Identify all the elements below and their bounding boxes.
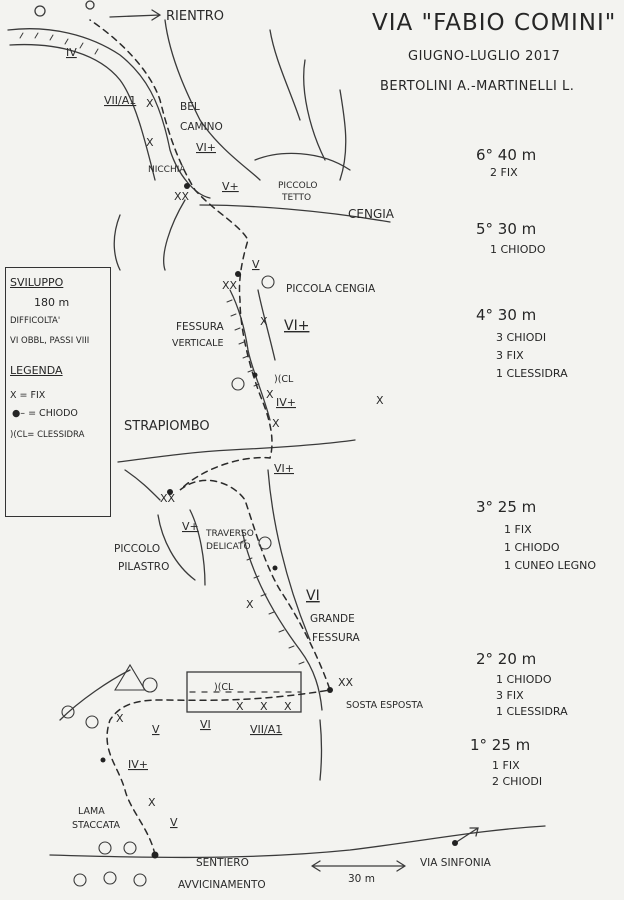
route-authors: BERTOLINI A.-MARTINELLI L. [380, 79, 575, 94]
strapiombo-overhang [117, 439, 356, 463]
grade-vi-plus-strap: VI+ [274, 462, 294, 475]
pitch-4-gear-2: 3 FIX [496, 349, 524, 362]
label-piccolo: PICCOLO [114, 543, 160, 555]
grade-iv-plus: IV+ [276, 396, 296, 409]
legend-legenda-label: LEGENDA [10, 364, 63, 377]
label-strapiombo: STRAPIOMBO [124, 419, 210, 434]
grade-top: IV [66, 46, 77, 59]
label-nicchia: NICCHIA [148, 165, 186, 175]
label-sentiero: SENTIERO [196, 857, 249, 869]
fix-a: X [146, 97, 154, 110]
belay-3: XX [338, 676, 354, 689]
pitch-3-gear-1: 1 FIX [504, 523, 532, 536]
belay-6: XX [174, 190, 190, 203]
grade-v-plus-nicchia: V+ [222, 180, 239, 193]
pitch-3-gear-2: 1 CHIODO [504, 541, 560, 554]
fix-b: X [146, 136, 154, 149]
rientro-arrow [109, 9, 162, 21]
fix-k: X [116, 712, 124, 725]
pitch-6-gear: 2 FIX [490, 166, 518, 179]
pitch-3-number: 3° 25 m [476, 498, 537, 516]
grade-vi-lower: VI [200, 718, 211, 731]
fix-d: X [266, 388, 274, 401]
legend-sviluppo-value: 180 m [34, 296, 70, 309]
legend-sviluppo-label: SVILUPPO [10, 276, 64, 289]
legend-chiodo-row: ●– = CHIODO [12, 408, 78, 419]
label-piccolo-tetto: PICCOLO [278, 181, 318, 191]
grade-vii-a1-top: VII/A1 [104, 94, 136, 107]
label-traverso: TRAVERSO [205, 529, 254, 539]
pitch-5-number: 5° 30 m [476, 220, 537, 238]
route-title: VIA "FABIO COMINI" [372, 10, 617, 36]
label-cl-small: )(CL [214, 682, 234, 693]
pitch-3-gear-3: 1 CUNEO LEGNO [504, 559, 597, 572]
grade-v-base: V [170, 816, 178, 829]
pitch-4-gear-1: 3 CHIODI [496, 331, 547, 344]
label-avvicinamento: AVVICINAMENTO [178, 879, 266, 891]
pitch-5-gear: 1 CHIODO [490, 243, 546, 256]
label-piccola-cengia: PICCOLA CENGIA [286, 283, 376, 295]
label-tetto: TETTO [281, 193, 311, 203]
distance-arrow [311, 860, 406, 872]
legend-difficolta-value: VI OBBL, PASSI VIII [10, 336, 90, 346]
pitch-1-gear-2: 2 CHIODI [492, 775, 543, 788]
belay-5: XX [222, 279, 238, 292]
pitch-6-number: 6° 40 m [476, 146, 537, 164]
pitch-4-gear-3: 1 CLESSIDRA [496, 367, 568, 380]
grade-vi-plus-fessura: VI+ [284, 318, 309, 334]
fix-e: X [272, 417, 280, 430]
belay-4: XX [160, 492, 176, 505]
label-cl-mid: )(CL [274, 374, 294, 385]
pitch-2-number: 2° 20 m [476, 650, 537, 668]
fix-l: X [148, 796, 156, 809]
ground-line [49, 825, 546, 859]
label-grande-fessura: FESSURA [312, 632, 361, 644]
grade-vii-a1-lower: VII/A1 [250, 723, 282, 736]
route-date: GIUGNO-LUGLIO 2017 [408, 49, 561, 64]
label-delicato: DELICATO [206, 542, 251, 552]
fix-j: X [284, 700, 292, 713]
grade-vi-grande: VI [306, 588, 320, 604]
pitch-1-number: 1° 25 m [470, 736, 531, 754]
grade-vi-plus-bel: VI+ [196, 141, 216, 154]
pitch-2-gear-2: 3 FIX [496, 689, 524, 702]
fix-c: X [260, 315, 268, 328]
fix-i: X [260, 700, 268, 713]
label-cengia: CENGIA [348, 207, 395, 221]
label-camino: CAMINO [180, 121, 223, 133]
legend-clessidra: )(CL= CLESSIDRA [10, 430, 85, 440]
fix-f: X [376, 394, 384, 407]
legend-difficolta-label: DIFFICOLTA' [10, 316, 61, 326]
label-lama: LAMA [78, 806, 105, 817]
legend-chiodo: = CHIODO [28, 408, 78, 419]
pitch-2-gear-3: 1 CLESSIDRA [496, 705, 568, 718]
legend-fix: X = FIX [10, 390, 46, 401]
grade-v-cengia: V [252, 258, 260, 271]
label-verticale: VERTICALE [172, 338, 223, 349]
traverse-box [186, 671, 302, 713]
label-via-sinfonia: VIA SINFONIA [420, 857, 492, 869]
fix-g: X [246, 598, 254, 611]
label-bel: BEL [180, 101, 200, 113]
route-line [89, 19, 331, 856]
grade-v-plus-pil: V+ [182, 520, 199, 533]
label-staccata: STACCATA [72, 820, 121, 831]
label-sosta-esposta: SOSTA ESPOSTA [346, 700, 423, 711]
pitch-1-gear-1: 1 FIX [492, 759, 520, 772]
label-rientro: RIENTRO [166, 9, 224, 24]
grade-v-lower: V [152, 723, 160, 736]
cengia-line [199, 204, 391, 223]
label-pilastro: PILASTRO [118, 561, 169, 573]
label-distance: 30 m [348, 873, 375, 885]
label-fessura: FESSURA [176, 321, 225, 333]
pitch-4-number: 4° 30 m [476, 306, 537, 324]
label-grande: GRANDE [310, 613, 355, 625]
legend-box: SVILUPPO 180 m DIFFICOLTA' VI OBBL, PASS… [5, 267, 111, 517]
chiodo-icon: ●– [12, 408, 26, 419]
pitch-2-gear-1: 1 CHIODO [496, 673, 552, 686]
grade-iv-plus-low: IV+ [128, 758, 148, 771]
fix-h: X [236, 700, 244, 713]
